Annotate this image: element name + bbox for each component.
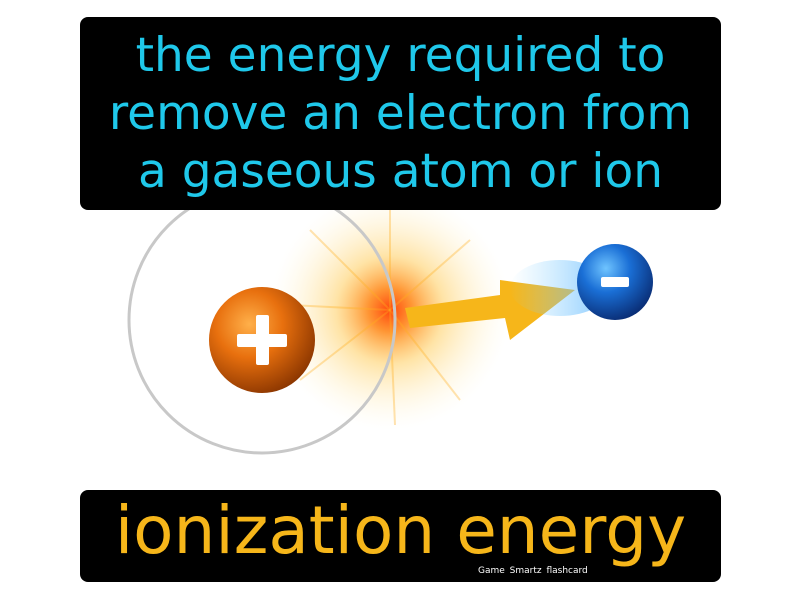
minus-icon: [601, 277, 629, 287]
nucleus: [209, 287, 315, 393]
term-box: ionization energy: [80, 490, 721, 582]
ionization-illustration: [127, 210, 653, 455]
credit-text: Game Smartz flashcard: [478, 566, 588, 576]
electron-orbit-ring: [127, 210, 397, 455]
energy-burst-rays: [289, 210, 471, 426]
definition-line-2: remove an electron from: [108, 85, 693, 141]
definition-line-1: the energy required to: [135, 27, 666, 83]
energy-burst-glow: [270, 210, 510, 430]
definition-box: the energy required to remove an electro…: [80, 17, 721, 210]
term-title: ionization energy: [114, 492, 687, 569]
definition-line-3: a gaseous atom or ion: [137, 143, 664, 199]
electron: [577, 244, 653, 320]
